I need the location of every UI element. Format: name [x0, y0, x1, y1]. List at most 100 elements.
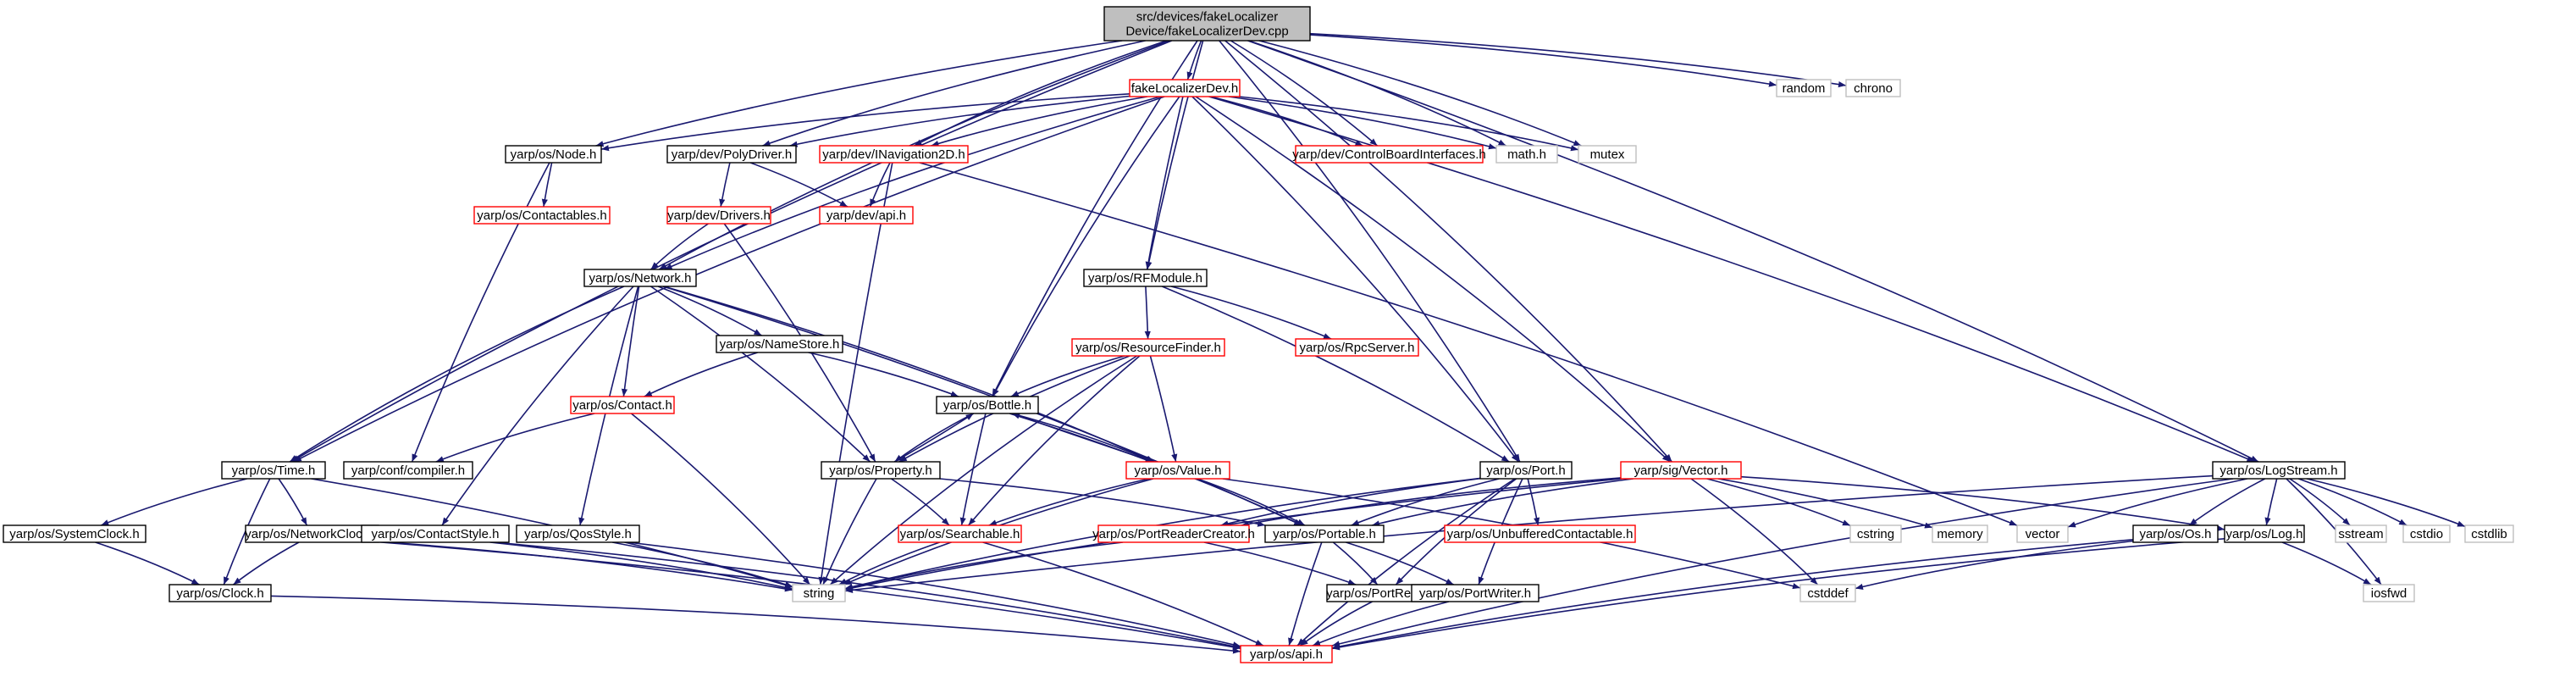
node-devapi[interactable]: yarp/dev/api.h [819, 206, 914, 225]
node-box [2335, 524, 2387, 543]
node-portable[interactable]: yarp/os/Portable.h [1264, 524, 1385, 543]
edge-node-to-compiler [411, 162, 550, 463]
node-label: cstddef [1807, 586, 1849, 601]
node-memory[interactable]: memory [1932, 524, 1988, 543]
node-compiler[interactable]: yarp/conf/compiler.h [343, 461, 473, 480]
node-string[interactable]: string [792, 584, 846, 602]
node-box [898, 524, 1022, 543]
node-box [2016, 524, 2069, 543]
node-box [1479, 461, 1573, 480]
node-sstream[interactable]: sstream [2335, 524, 2387, 543]
node-inav[interactable]: yarp/dev/INavigation2D.h [819, 145, 969, 164]
node-rfmodule[interactable]: yarp/os/RFModule.h [1083, 269, 1208, 287]
node-resfinder[interactable]: yarp/os/ResourceFinder.h [1071, 338, 1225, 357]
edge-resfinder-to-string [829, 355, 1138, 585]
node-box [819, 145, 969, 164]
node-log[interactable]: yarp/os/Log.h [2224, 524, 2305, 543]
node-label: yarp/os/PortWriter.h [1419, 586, 1531, 601]
node-cbi[interactable]: yarp/dev/ControlBoardInterfaces.h [1292, 145, 1486, 164]
node-namestore[interactable]: yarp/os/NameStore.h [716, 335, 843, 353]
edge-log-to-osapi [1331, 538, 2225, 651]
node-mutex[interactable]: mutex [1578, 145, 1637, 164]
node-box [1799, 584, 1856, 602]
node-netclock[interactable]: yarp/os/NetworkClock.h [245, 524, 379, 543]
node-box [1411, 584, 1540, 602]
node-box [1295, 145, 1484, 164]
node-sysclock[interactable]: yarp/os/SystemClock.h [3, 524, 146, 543]
edge-sysclock-to-clock [95, 541, 200, 585]
edge-logstream-to-cstdlib [2306, 478, 2466, 528]
node-bottle[interactable]: yarp/os/Bottle.h [936, 396, 1039, 414]
edge-root-to-logstream [1247, 40, 2259, 463]
node-box [169, 584, 272, 602]
node-contact[interactable]: yarp/os/Contact.h [570, 396, 675, 414]
node-contactstyle[interactable]: yarp/os/ContactStyle.h [361, 524, 510, 543]
node-portwriter[interactable]: yarp/os/PortWriter.h [1411, 584, 1540, 602]
node-qosstyle[interactable]: yarp/os/QosStyle.h [516, 524, 640, 543]
node-label: cstdio [2410, 527, 2443, 541]
edge-contactstyle-to-string [489, 541, 793, 591]
node-label: yarp/os/Value.h [1134, 463, 1221, 478]
edge-logstream-to-sstream [2289, 478, 2351, 526]
edge-vector-to-log [1740, 475, 2225, 531]
node-cstdio[interactable]: cstdio [2402, 524, 2451, 543]
node-value[interactable]: yarp/os/Value.h [1125, 461, 1230, 480]
node-iosfwd[interactable]: iosfwd [2363, 584, 2415, 602]
edge-vector-to-cstddef [1690, 478, 1819, 585]
edge-port-to-osapi [1296, 478, 1516, 646]
node-cstdlib[interactable]: cstdlib [2464, 524, 2514, 543]
node-random[interactable]: random [1776, 79, 1832, 97]
edge-fakeh-to-cbi [1210, 96, 1363, 147]
node-label: yarp/os/api.h [1250, 647, 1323, 662]
edge-node-to-contactables [541, 162, 553, 208]
node-contactables[interactable]: yarp/os/Contactables.h [473, 206, 611, 225]
edge-clock-to-osapi [270, 595, 1241, 654]
edge-fakeh-to-polydriver [789, 95, 1130, 147]
node-root[interactable]: src/devices/fakeLocalizerDevice/fakeLoca… [1103, 6, 1311, 42]
node-label: sstream [2338, 527, 2383, 541]
node-cstddef[interactable]: cstddef [1799, 584, 1856, 602]
edge-contactstyle-to-osapi [495, 541, 1241, 650]
node-box [936, 396, 1039, 414]
node-logstream[interactable]: yarp/os/LogStream.h [2212, 461, 2346, 480]
node-label: yarp/os/ContactStyle.h [372, 527, 500, 541]
node-osapi[interactable]: yarp/os/api.h [1240, 645, 1333, 663]
edge-property-to-bottle [893, 413, 975, 463]
node-label: yarp/os/Node.h [511, 147, 597, 162]
node-time[interactable]: yarp/os/Time.h [221, 461, 326, 480]
edge-root-to-vector [1224, 40, 1672, 463]
node-label: yarp/os/RpcServer.h [1300, 341, 1415, 355]
edge-portable-to-osapi [1288, 541, 1323, 646]
node-math[interactable]: math.h [1495, 145, 1558, 164]
node-clock[interactable]: yarp/os/Clock.h [169, 584, 272, 602]
edge-logstream-to-cstdio [2298, 478, 2407, 526]
node-drivers[interactable]: yarp/dev/Drivers.h [666, 206, 771, 225]
edge-rfmodule-to-port [1161, 286, 1510, 463]
node-polydriver[interactable]: yarp/dev/PolyDriver.h [666, 145, 797, 164]
node-port[interactable]: yarp/os/Port.h [1479, 461, 1573, 480]
edge-value-to-bottle [1011, 413, 1154, 463]
edge-logstream-to-os [2188, 478, 2266, 526]
node-network[interactable]: yarp/os/Network.h [583, 269, 697, 287]
node-prcreator[interactable]: yarp/os/PortReaderCreator.h [1092, 524, 1255, 543]
node-label: Device/fakeLocalizerDev.cpp [1125, 25, 1288, 39]
node-searchable[interactable]: yarp/os/Searchable.h [898, 524, 1022, 543]
node-fakeh[interactable]: fakeLocalizerDev.h [1129, 79, 1241, 97]
node-unbuf[interactable]: yarp/os/UnbufferedContactable.h [1444, 524, 1636, 543]
node-os[interactable]: yarp/os/Os.h [2132, 524, 2219, 543]
node-vector[interactable]: yarp/sig/Vector.h [1620, 461, 1742, 480]
node-property[interactable]: yarp/os/Property.h [821, 461, 941, 480]
node-vectorstd[interactable]: vector [2016, 524, 2069, 543]
node-box [716, 335, 843, 353]
node-cstring[interactable]: cstring [1849, 524, 1902, 543]
node-label: yarp/dev/ControlBoardInterfaces.h [1292, 147, 1485, 162]
node-node[interactable]: yarp/os/Node.h [505, 145, 602, 164]
node-chrono[interactable]: chrono [1845, 79, 1901, 97]
node-label: yarp/os/LogStream.h [2219, 463, 2337, 478]
node-label: yarp/os/Property.h [829, 463, 931, 478]
edge-fakeh-to-inav [931, 96, 1148, 147]
edge-root-to-random [1309, 34, 1777, 87]
node-rpcserver[interactable]: yarp/os/RpcServer.h [1295, 338, 1419, 357]
node-box [1125, 461, 1230, 480]
